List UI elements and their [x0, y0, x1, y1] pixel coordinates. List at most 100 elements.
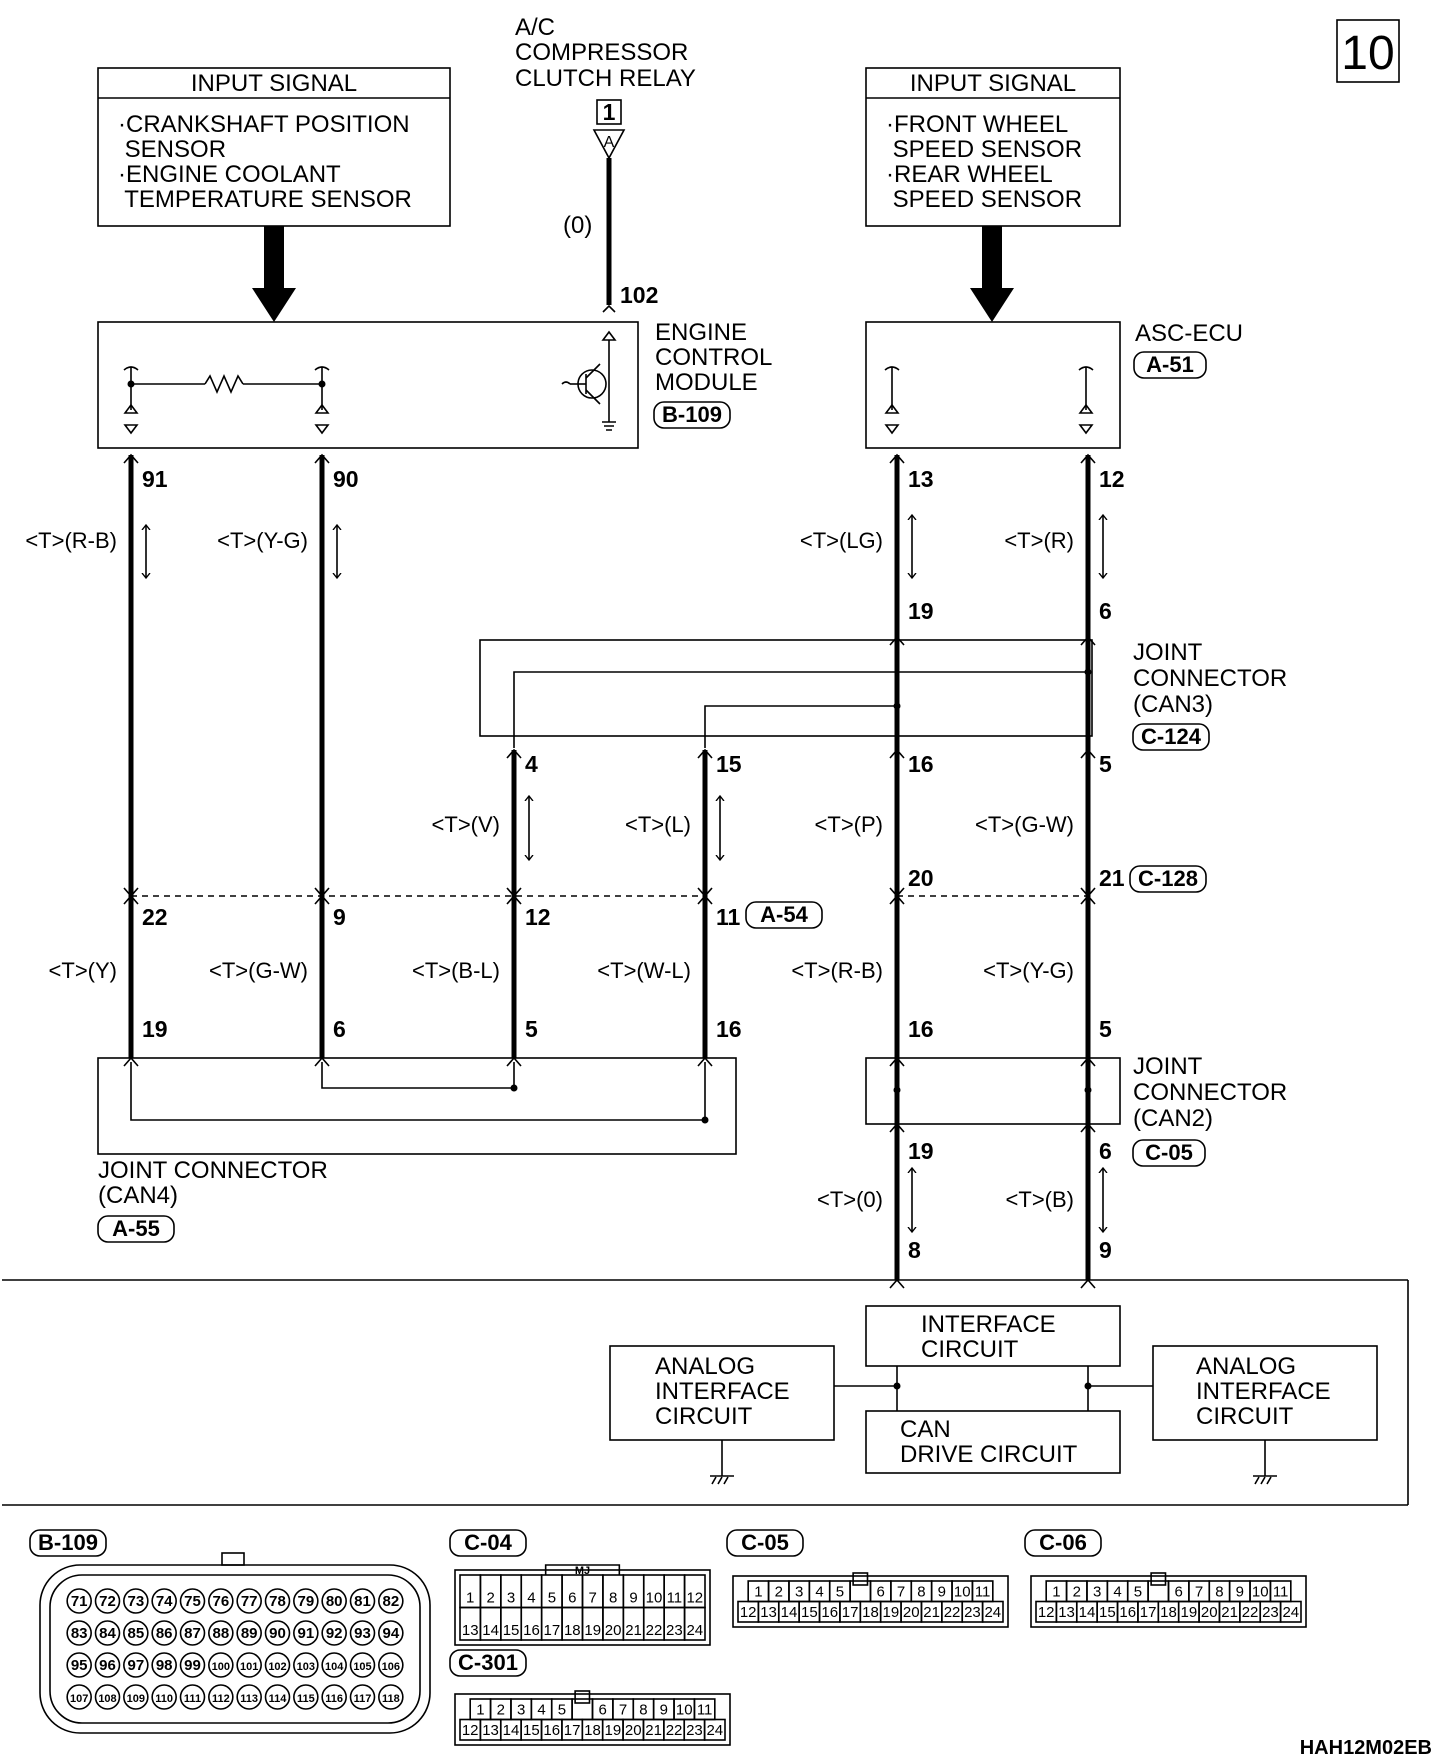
connector-housing: [454, 1569, 711, 1646]
connector-pin-number: 18: [862, 1604, 879, 1621]
connector-pin-number: 12: [462, 1722, 479, 1739]
connector-pin: [349, 1684, 376, 1710]
connector-pin-number: 11: [1273, 1584, 1289, 1601]
connector-pin: [349, 1652, 376, 1678]
wire-label: <T>(W-L): [597, 958, 691, 983]
connector-pin-number: 10: [954, 1584, 971, 1601]
wire-label: <T>(V): [432, 812, 500, 837]
pin-number: 13: [908, 466, 934, 492]
connector-pin-number: 93: [354, 1625, 371, 1642]
can3-connector-id: C-124: [1141, 724, 1202, 749]
connector-pin-number: 12: [1038, 1604, 1055, 1621]
pin-number: 16: [716, 1016, 742, 1042]
connector-icon: [123, 403, 139, 435]
connector-pin-number: 115: [297, 1693, 315, 1705]
connector-pin-number: 92: [326, 1625, 343, 1642]
connector-icon: [314, 403, 330, 435]
c128-tag: [1129, 865, 1207, 893]
ac-relay-wire: (0): [563, 212, 592, 239]
connector-cell: [1279, 1600, 1302, 1623]
connector-pin-number: 22: [944, 1604, 961, 1621]
connector-pin-number: 8: [609, 1590, 617, 1607]
connector-pin-number: 24: [984, 1604, 1001, 1621]
connector-tag-label: C-05: [741, 1530, 789, 1555]
connector-pin-number: 15: [1099, 1604, 1116, 1621]
pin-arrowhead: [1080, 748, 1096, 759]
input-arrow-right: [970, 226, 1014, 322]
connector-pin-number: 75: [184, 1593, 201, 1610]
a54-connector-id: A-54: [760, 902, 808, 927]
connector-pin-number: 9: [938, 1584, 946, 1601]
analog-left-line: INTERFACE: [655, 1378, 790, 1405]
pin-number: 6: [1099, 598, 1112, 624]
connector-pin-number: 85: [127, 1625, 144, 1642]
connector-pin: [321, 1620, 347, 1646]
connector-pin-number: 73: [127, 1593, 144, 1610]
connector-pin: [151, 1620, 177, 1646]
pin-number: 19: [908, 1138, 934, 1164]
page-number-box: [1336, 19, 1400, 83]
connector-pin: [208, 1652, 234, 1678]
pin-arrowhead: [506, 748, 522, 759]
connector-pin-number: 78: [269, 1593, 286, 1610]
pin-arrowhead: [314, 453, 330, 464]
connector-pin-number: 82: [382, 1593, 399, 1610]
signal-direction-arrows: [146, 515, 1103, 1232]
connector-pin-number: 90: [269, 1625, 286, 1642]
can3-label-line: (CAN3): [1133, 691, 1213, 718]
connector-pin-number: 118: [382, 1693, 400, 1705]
joint-connector-can3: JOINT CONNECTOR (CAN3) C-124: [479, 639, 1287, 751]
connector-cell: [981, 1600, 1004, 1623]
connector-pin: [179, 1588, 206, 1614]
pin-number: 11: [716, 904, 741, 930]
connector-pin-number: 13: [760, 1604, 777, 1621]
ac-relay-line: CLUTCH RELAY: [515, 65, 696, 92]
connector-pin-number: 16: [523, 1622, 540, 1639]
pin-number: 15: [716, 751, 742, 777]
pin-number: 5: [525, 1016, 538, 1042]
connector-pin-number: 94: [382, 1625, 399, 1642]
connector-pin: [94, 1620, 121, 1646]
connector-pin-number: 109: [127, 1693, 145, 1705]
pin-arrowhead: [889, 453, 905, 464]
wire-label: <T>(R): [1004, 528, 1074, 553]
wire-label: <T>(Y-G): [217, 528, 308, 553]
resistor-icon: [204, 374, 244, 394]
connector-pin-number: 5: [558, 1702, 566, 1719]
wire-label: <T>(Y): [49, 958, 117, 983]
connector-pin: [378, 1620, 404, 1646]
pin-number: 12: [1099, 466, 1125, 492]
connector-pin-number: 14: [781, 1604, 798, 1621]
connector-pin-number: 23: [1262, 1604, 1279, 1621]
pin-arrowhead: [697, 748, 713, 759]
connector-pin-number: 108: [98, 1693, 116, 1705]
connector-pin: [123, 1620, 149, 1646]
connector-pin-number: 24: [1282, 1604, 1299, 1621]
connector-key: [221, 1552, 245, 1566]
connector-pin-number: 15: [801, 1604, 818, 1621]
pin-number: 16: [908, 1016, 934, 1042]
connector-pin-number: 13: [1058, 1604, 1075, 1621]
wire-label: <T>(L): [625, 812, 691, 837]
connector-pin-number: 86: [156, 1625, 173, 1642]
connector-pin: [208, 1620, 234, 1646]
connector-pin: [123, 1588, 149, 1614]
connector-pin: [208, 1684, 234, 1710]
asc-connector-id: A-51: [1146, 352, 1194, 377]
connector-pin: [94, 1588, 121, 1614]
input-arrow-left: [252, 226, 296, 322]
connector-pin: [123, 1652, 149, 1678]
connector-pin-number: 100: [212, 1661, 230, 1673]
pin-number: 20: [908, 865, 934, 891]
connector-pin-number: 21: [923, 1604, 940, 1621]
connector-pin: [66, 1620, 92, 1646]
can4-label-line: (CAN4): [98, 1182, 178, 1209]
connector-pin-number: 4: [1113, 1584, 1121, 1601]
can4-label-line: JOINT CONNECTOR: [98, 1157, 328, 1184]
connector-pin: [378, 1684, 404, 1710]
